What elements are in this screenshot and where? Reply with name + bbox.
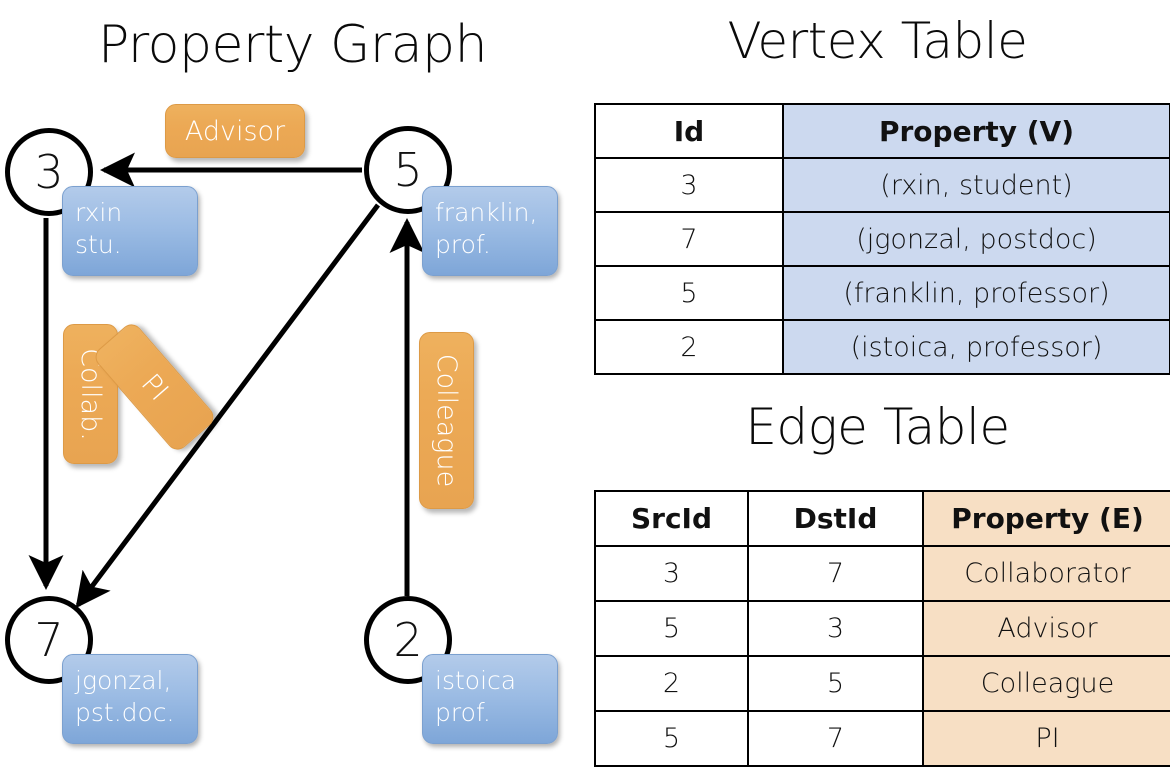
table-row[interactable]: 7 (jgonzal, postdoc) [594,211,1170,267]
vertex-table-header-id: Id [594,103,784,159]
vertex-table-header-property: Property (V) [782,103,1170,159]
graph-node-3-id: 3 [34,145,64,199]
edge-label-advisor-text: Advisor [184,115,286,147]
graph-edge-lines [28,152,425,609]
node-property-5-line-1: franklin, [435,198,538,227]
graph-node-7-id: 7 [34,613,64,667]
node-property-3-line-1: rxin [75,198,123,227]
edge-cell-dstid: 7 [747,710,924,767]
graph-node-2[interactable]: 2 [364,596,452,684]
vertex-cell-property: (rxin, student) [782,157,1170,213]
edge-cell-property: Collaborator [922,545,1170,602]
graph-node-2-id: 2 [393,613,423,667]
vertex-cell-id: 5 [594,265,784,321]
table-row[interactable]: 5 3 Advisor [594,600,1170,657]
edge-table-header-srcid: SrcId [594,490,749,547]
node-property-2-line-1: istoica [435,666,517,695]
vertex-cell-id: 3 [594,157,784,213]
vertex-cell-property: (istoica, professor) [782,319,1170,375]
edge-cell-srcid: 2 [594,655,749,712]
edge-label-colleague: Colleague [419,332,474,509]
graph-node-3[interactable]: 3 [5,128,93,216]
vertex-table: Id Property (V) 3 (rxin, student) 7 (jgo… [594,103,1170,375]
page-title-edge-table: Edge Table [745,398,1010,456]
node-property-box-3: rxin stu. [62,186,198,276]
node-property-7-line-2: pst.doc. [75,698,175,727]
vertex-cell-id: 7 [594,211,784,267]
page-title-vertex-table: Vertex Table [727,12,1028,70]
edge-cell-property: Colleague [922,655,1170,712]
node-property-3-line-2: stu. [75,230,122,259]
edge-cell-srcid: 5 [594,600,749,657]
edge-cell-property: PI [922,710,1170,767]
edge-table-header-dstid: DstId [747,490,924,547]
edge-cell-dstid: 5 [747,655,924,712]
graph-node-5-id: 5 [393,143,423,197]
table-row[interactable]: 2 (istoica, professor) [594,319,1170,375]
node-property-box-5: franklin, prof. [422,186,558,276]
node-property-7-line-1: jgonzal, [75,666,172,695]
edge-label-pi-text: PI [134,367,175,407]
edge-label-advisor: Advisor [165,104,305,158]
edge-line-pi [75,203,380,609]
node-property-2-line-2: prof. [435,698,491,727]
edge-cell-dstid: 7 [747,545,924,602]
edge-cell-property: Advisor [922,600,1170,657]
table-row[interactable]: 5 7 PI [594,710,1170,767]
node-property-box-7: jgonzal, pst.doc. [62,654,198,744]
table-row[interactable]: 5 (franklin, professor) [594,265,1170,321]
edge-label-colleague-text: Colleague [431,353,462,488]
vertex-table-header-row: Id Property (V) [594,103,1170,159]
table-row[interactable]: 3 (rxin, student) [594,157,1170,213]
vertex-cell-property: (jgonzal, postdoc) [782,211,1170,267]
edge-cell-srcid: 3 [594,545,749,602]
property-graph-diagram: Advisor Collab. PI Colleague 3 5 7 2 rxi… [0,0,585,760]
edge-cell-dstid: 3 [747,600,924,657]
vertex-cell-id: 2 [594,319,784,375]
table-row[interactable]: 3 7 Collaborator [594,545,1170,602]
edge-table-header-row: SrcId DstId Property (E) [594,490,1170,547]
edge-table-header-property: Property (E) [922,490,1170,547]
page-title-property-graph: Property Graph [97,15,488,75]
vertex-cell-property: (franklin, professor) [782,265,1170,321]
edge-cell-srcid: 5 [594,710,749,767]
table-row[interactable]: 2 5 Colleague [594,655,1170,712]
node-property-box-2: istoica prof. [422,654,558,744]
node-property-5-line-2: prof. [435,230,491,259]
edge-table: SrcId DstId Property (E) 3 7 Collaborato… [594,490,1170,767]
